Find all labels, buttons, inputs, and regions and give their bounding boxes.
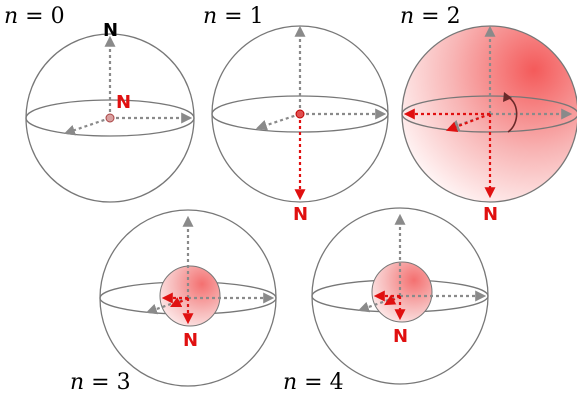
sphere-n4: N [311, 207, 489, 385]
axis-front-arrow [255, 112, 301, 131]
rotation-arrowhead [503, 92, 512, 102]
label-n3: n = 3 [70, 370, 131, 395]
label-n1: n = 1 [203, 4, 264, 29]
sphere-n3: N [99, 209, 277, 387]
north-marker-black: N [103, 20, 118, 41]
axis-front-arrow [63, 116, 111, 136]
north-marker-red: N [116, 92, 131, 113]
label-n2: n = 2 [400, 4, 461, 29]
label-n0: n = 0 [4, 4, 65, 29]
north-marker-red: N [293, 204, 308, 225]
label-n4: n = 4 [283, 370, 344, 395]
north-marker-red: N [483, 204, 498, 225]
origin-dot [105, 113, 115, 123]
axis-front-red-arrow [384, 294, 401, 306]
sphere-n1: N [211, 25, 389, 225]
inner-sphere [159, 265, 221, 327]
north-marker-red: N [393, 326, 408, 347]
axis-front-red-arrow [170, 297, 189, 307]
inner-sphere [371, 261, 433, 323]
sphere-n2: N [401, 25, 577, 225]
north-marker-red: N [183, 330, 198, 351]
sphere-n0: N N [25, 20, 195, 203]
axis-front-red-arrow [445, 112, 491, 133]
origin-dot [295, 109, 305, 119]
